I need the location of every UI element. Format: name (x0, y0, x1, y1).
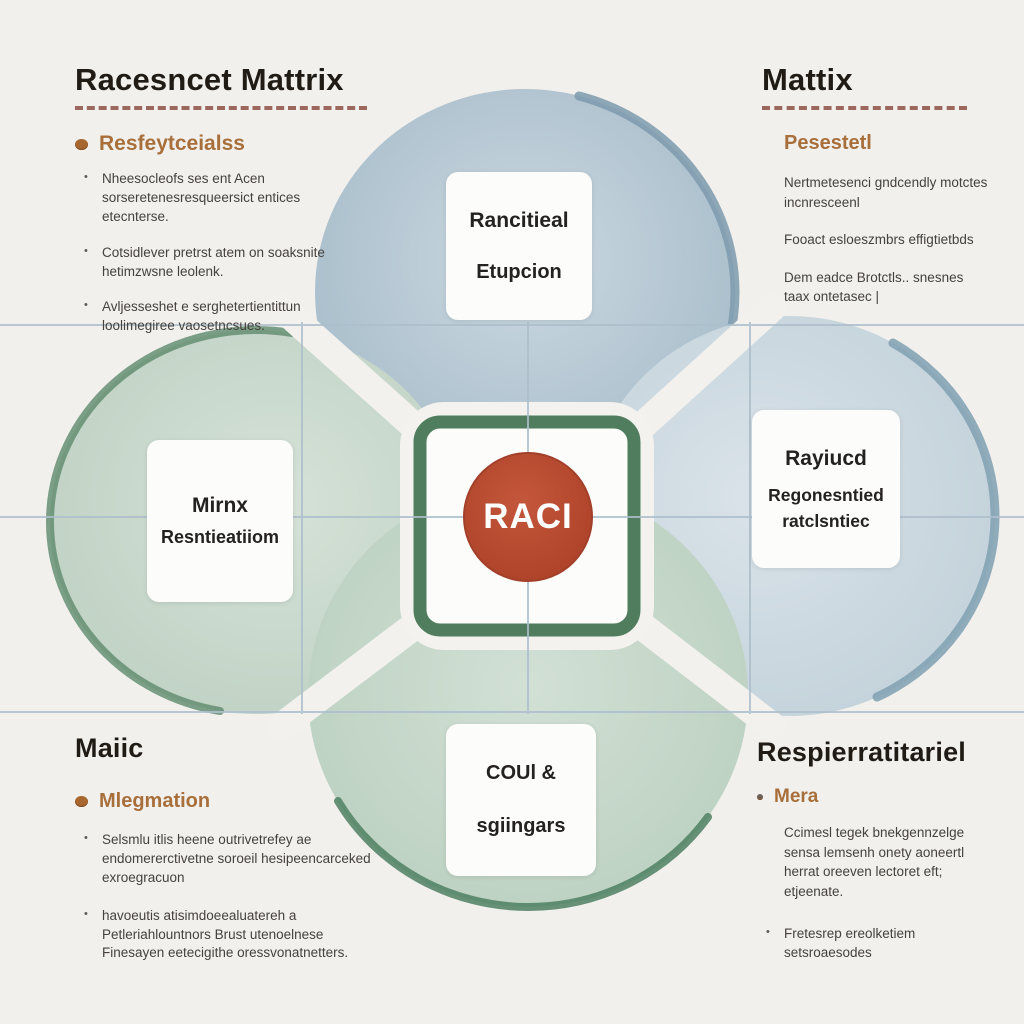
list-item: Cotsidlever pretrst atem on soaksnite he… (75, 244, 364, 282)
section-heading: Resfeytceialss (75, 132, 380, 156)
paragraph: Ccimesl tegek bnekgennzelge sensa lemsen… (784, 825, 965, 899)
orange-bullet-icon (75, 796, 88, 807)
card-line: ratclsntiec (782, 511, 870, 531)
left-petal-edge (45, 326, 296, 715)
card-top: Rancitieal Etupcion (446, 172, 592, 320)
section-title: Mattix (762, 62, 853, 97)
card-line: Etupcion (476, 260, 562, 283)
list-item: Avljesseshet e serghetertientittun looli… (75, 298, 364, 336)
section-bottom-right: Respierratitariel Mera Ccimesl tegek bne… (757, 737, 1017, 980)
bullet-list: Nheesocleofs ses ent Acen sorseretenesre… (75, 170, 380, 336)
section-heading: Pesestetl (784, 132, 872, 154)
section-title: Racesncet Mattrix (75, 62, 344, 97)
paragraph: Dem eadce Brotctls.. snesnes taax onteta… (784, 269, 964, 305)
card-line: COUl & (486, 762, 556, 784)
small-bullet-icon (757, 794, 763, 800)
list-item: Fretesrep ereolketiem setsroaesodes (757, 925, 974, 963)
list-item: Selsmlu itlis heene outrivetrefey ae end… (75, 831, 377, 888)
raci-center-circle (463, 452, 593, 582)
card-line: Rayiucd (785, 446, 867, 470)
section-title: Maiic (75, 733, 144, 763)
card-line: Regonesntied (768, 484, 884, 505)
orange-bullet-icon (75, 138, 88, 150)
section-top-right: Mattix Pesestetl Nertmetesenci gndcendly… (762, 62, 1010, 307)
card-left: Mirnx Resntieatiiom (147, 440, 293, 602)
dashed-divider (75, 106, 367, 110)
section-heading: Mera (757, 786, 1017, 808)
dashed-divider (762, 106, 967, 110)
bottom-petal-edge (334, 797, 712, 912)
section-heading: Mlegmation (75, 790, 380, 813)
bullet-list: Selsmlu itlis heene outrivetrefey ae end… (75, 831, 380, 963)
card-line: Rancitieal (469, 208, 569, 232)
paragraph: Fooact esloeszmbrs effigtietbds (784, 232, 974, 248)
raci-label: RACI (483, 497, 573, 536)
list-item: Nheesocleofs ses ent Acen sorseretenesre… (75, 170, 364, 227)
section-top-left: Racesncet Mattrix Resfeytceialss Nheesoc… (75, 62, 380, 353)
bullet-list: Fretesrep ereolketiem setsroaesodes (757, 925, 1017, 963)
card-line: Resntieatiiom (160, 527, 280, 547)
list-item: havoeutis atisimdoeealuatereh a Petleria… (75, 907, 377, 964)
section-title: Respierratitariel (757, 737, 966, 767)
paragraph: Nertmetesenci gndcendly motctes incnresc… (784, 175, 988, 210)
section-bottom-left: Maiic Mlegmation Selsmlu itlis heene out… (75, 733, 380, 982)
card-right: Rayiucd Regonesntied ratclsntiec (752, 410, 900, 568)
card-line: sgiingars (476, 815, 566, 837)
card-bottom: COUl & sgiingars (446, 724, 596, 876)
card-line: Mirnx (191, 494, 248, 517)
